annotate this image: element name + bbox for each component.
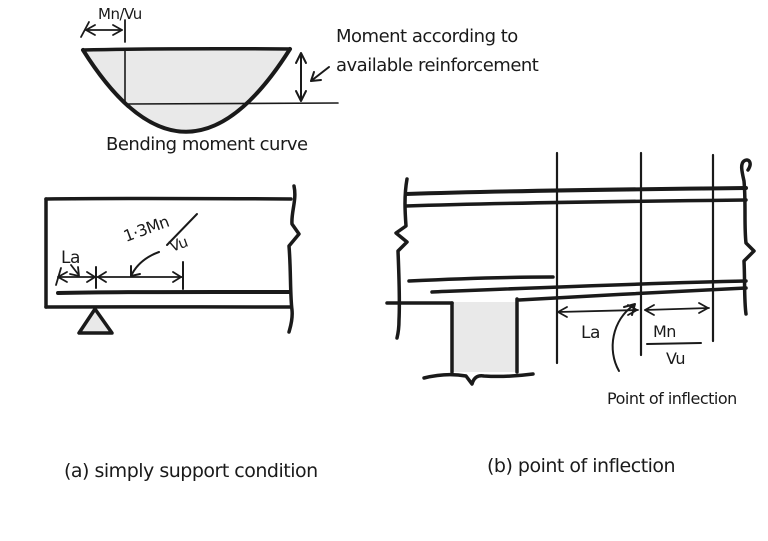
beam-break-line-left <box>394 177 409 340</box>
la-label: La <box>581 323 600 343</box>
fraction-denominator: Vu <box>666 349 685 368</box>
parabola-curve <box>81 47 292 134</box>
annotation-pointer-arrow <box>310 66 330 82</box>
beam-top-edge <box>44 196 293 201</box>
annotation-line2: available reinforcement <box>336 55 539 76</box>
beam-break-line <box>287 184 301 334</box>
inflection-diagram: La Mn Vu Point of inflection (b) point o… <box>385 151 756 477</box>
arrowhead-right-icon <box>86 271 96 283</box>
dim-tick-left <box>80 21 90 38</box>
caption-a: (a) simply support condition <box>64 460 318 482</box>
beam-soffit-line <box>517 286 748 302</box>
annotation-line1: Moment according to <box>336 26 518 47</box>
la-pointer-arrow <box>70 264 79 275</box>
simply-supported-diagram: La 1·3Mn Vu (a) simply support condition <box>44 184 318 482</box>
column-shading <box>453 302 516 372</box>
la-dim-line <box>557 309 639 313</box>
top-reinforcement-bar <box>404 198 748 208</box>
arrowhead-left-icon <box>644 304 655 316</box>
column-break-line <box>422 372 535 386</box>
arrowhead-down-icon <box>130 265 141 277</box>
beam-break-line-right <box>739 158 756 316</box>
caption-b: (b) point of inflection <box>487 455 675 477</box>
inflection-label: Point of inflection <box>607 389 737 408</box>
arrowhead-right-icon <box>112 24 123 36</box>
la-label: La <box>61 248 80 268</box>
fraction-slash <box>166 213 198 246</box>
arrowhead-right-icon <box>698 302 709 314</box>
arrowhead-left-icon <box>85 24 96 36</box>
mnvu-dim-line <box>644 307 710 311</box>
inflection-pointer-arrow <box>611 304 635 372</box>
arrowhead-downleft-icon <box>310 71 322 82</box>
arrowhead-downright-icon <box>69 266 80 277</box>
arrowhead-up-icon <box>295 52 307 64</box>
arrowhead-right-icon <box>172 271 182 283</box>
fraction-pointer-arrow <box>131 251 160 275</box>
bottom-reinforcement-bar <box>430 279 748 294</box>
fraction-bar <box>646 342 702 345</box>
bottom-bar-short <box>407 275 555 283</box>
moment-reference-line <box>126 102 339 105</box>
beam-top-edge <box>404 186 748 196</box>
moment-curve-diagram: Mn/Vu Moment according to available rein… <box>80 5 539 155</box>
fraction-numerator: Mn <box>653 322 676 341</box>
mnvu-dim-label: Mn/Vu <box>98 5 142 23</box>
fraction-numerator: 1·3Mn <box>121 212 172 246</box>
dim-tick-left <box>55 267 62 286</box>
arrowhead-down-icon <box>295 90 307 102</box>
fraction-denominator: Vu <box>167 233 190 256</box>
pin-support-triangle <box>77 307 114 335</box>
arrowhead-left-icon <box>557 306 568 318</box>
moment-curve-caption: Bending moment curve <box>106 134 308 155</box>
arrowhead-upright-icon <box>623 303 636 316</box>
arrowhead-left-icon <box>97 271 107 283</box>
moment-top-line <box>81 46 292 52</box>
reinforcement-bar <box>56 289 292 295</box>
